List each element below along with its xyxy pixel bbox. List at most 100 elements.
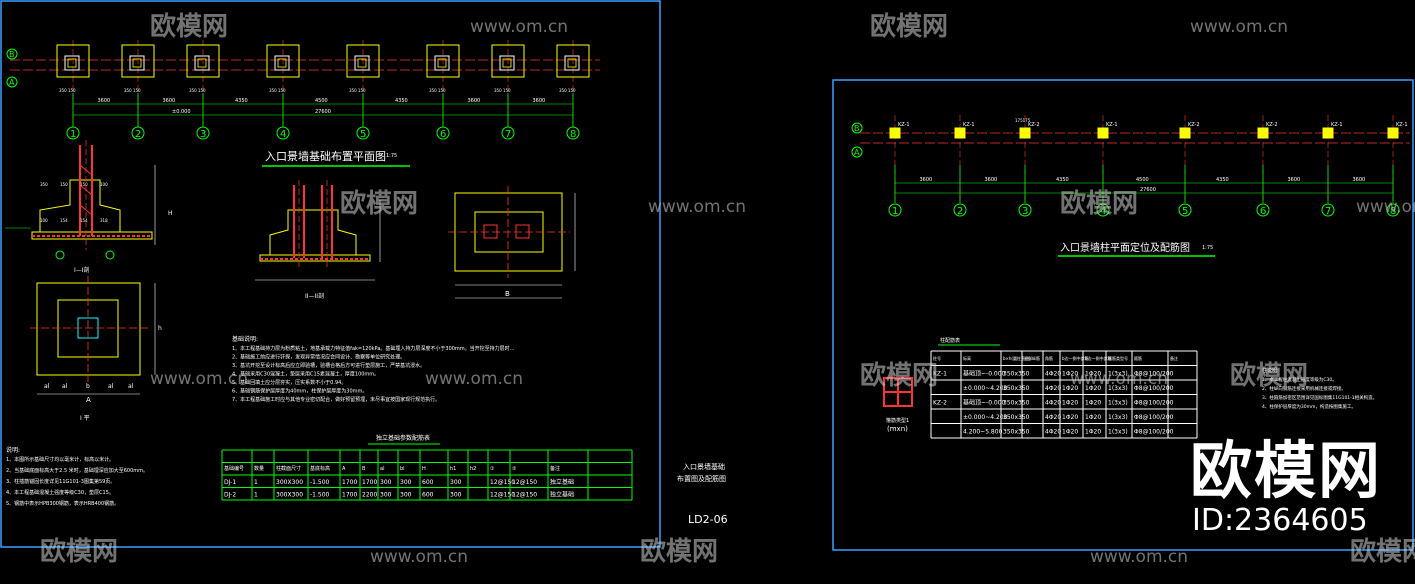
table-cell: 1 xyxy=(254,492,258,499)
footing-outline xyxy=(56,44,90,78)
right-notes-block: 1、本工程柱混凝土强度等级为C30。2、柱纵向钢筋连接采用机械连接或焊接。3、柱… xyxy=(1262,376,1377,410)
section-i-label: I—I剖 xyxy=(74,266,90,274)
col-label: al xyxy=(108,383,114,390)
column-tag: KZ-1 xyxy=(963,122,975,128)
right-axis-number-bubble xyxy=(1386,203,1400,217)
right-span-dim: 4500 xyxy=(1136,177,1149,183)
column-tag: KZ-1 xyxy=(1331,122,1343,128)
table-cell: 2200 xyxy=(362,492,377,499)
span-dim: 4350 xyxy=(395,98,408,104)
column-mark xyxy=(954,127,966,139)
url-watermark: www.om.cn xyxy=(425,369,523,389)
axis-number: 3 xyxy=(200,129,206,140)
stirrup-detail xyxy=(883,377,913,407)
right-span-dim: 3600 xyxy=(1353,177,1366,183)
column-core xyxy=(437,58,447,68)
section-dim: 100 xyxy=(100,182,108,187)
column-tag: KZ-2 xyxy=(1266,122,1278,128)
right-table-cell: 1Φ20 xyxy=(1085,414,1101,421)
table-header-cell: 数量 xyxy=(254,465,264,472)
table-cell: 300X300 xyxy=(276,492,303,499)
right-table-header-cell: 全部纵筋 xyxy=(1024,355,1040,361)
section-dim: 150 xyxy=(60,182,68,187)
note-line: 2、基础施工前应进行钎探，发现异常情况应会同设计、勘察等单位研究处理。 xyxy=(232,354,405,361)
right-plan-scale: 1:75 xyxy=(1202,245,1213,251)
right-table-cell: 350x350 xyxy=(1003,414,1030,421)
axis-number: 6 xyxy=(440,129,446,140)
right-table-header-cell: 备注 xyxy=(1170,355,1178,361)
stirrup-dims: (mxn) xyxy=(887,425,908,433)
footing-outline xyxy=(121,44,155,78)
column-core xyxy=(132,58,142,68)
table-cell: 12@150 xyxy=(490,479,515,486)
table-header-cell: 基础编号 xyxy=(224,465,244,472)
right-table-cell: 350x350 xyxy=(1003,429,1030,436)
table-cell: 1 xyxy=(254,479,258,486)
axis-number: 2 xyxy=(135,129,141,140)
url-watermark: www.om.cn xyxy=(1090,547,1188,567)
table-cell: 300 xyxy=(450,479,462,486)
right-table-cell: 1(3x3) xyxy=(1108,414,1128,421)
level-mark: ±0.000 xyxy=(172,109,191,115)
column-outline xyxy=(129,55,145,71)
right-table-cell: 350x350 xyxy=(1003,400,1030,407)
right-note-line: 1、本工程柱混凝土强度等级为C30。 xyxy=(1262,376,1337,383)
footing-outline xyxy=(186,44,220,78)
right-table-cell: 1Φ20 xyxy=(1085,400,1101,407)
column-outline xyxy=(64,55,80,71)
footnote-line: 2、当基础底面标高大于2.5 米时，基础埋深应加大至600mm。 xyxy=(6,467,148,474)
column-outline xyxy=(274,55,290,71)
section-dim: 150 xyxy=(80,182,88,187)
left-notes-block: 1、本工程基础持力层为粉质粘土，地基承载力特征值fak=120kPa。基础埋入持… xyxy=(232,345,515,403)
plan-i-label: I 平 xyxy=(80,415,90,422)
url-watermark: www.om.cn xyxy=(1356,197,1415,217)
axis-number-bubble xyxy=(501,126,515,140)
column-outline xyxy=(354,55,370,71)
table-cell: 600 xyxy=(422,479,434,486)
note-line: 4、基础采用C30混凝土，垫层采用C15素混凝土，厚度100mm。 xyxy=(232,371,379,378)
right-axis-letter: A xyxy=(854,148,860,157)
right-table-cell: Φ8@100/200 xyxy=(1134,414,1174,421)
right-axis-number: 4 xyxy=(1100,206,1106,217)
brand-watermark: 欧模网 xyxy=(150,11,228,42)
axis-letter: B xyxy=(9,50,15,59)
column-core xyxy=(567,58,577,68)
section-dim: 154 xyxy=(80,218,88,223)
table-header-cell: bl xyxy=(400,466,405,472)
left-plan-scale: 1:75 xyxy=(386,153,397,159)
column-outline xyxy=(434,55,450,71)
right-table-cell: 1Φ20 xyxy=(1062,414,1078,421)
right-axis-number-bubble xyxy=(953,203,967,217)
right-table-cell: KZ-1 xyxy=(933,371,947,378)
section-i-drawing xyxy=(5,140,156,260)
note-line: 1、本工程基础持力层为粉质粘土，地基承载力特征值fak=120kPa。基础埋入持… xyxy=(232,345,515,352)
url-watermark: www.om.cn xyxy=(648,197,746,217)
axis-number-bubble xyxy=(436,126,450,140)
section-dim: 318 xyxy=(100,218,108,223)
table-header-cell: h2 xyxy=(470,466,476,472)
column-core xyxy=(502,58,512,68)
brand-watermark-big: 欧模网 xyxy=(1190,434,1383,507)
column-mark xyxy=(1097,127,1109,139)
right-table-cell: 基础顶~-0.000 xyxy=(963,399,1006,407)
note-line: 3、基坑开挖至设计标高后应立即验槽，验槽合格后方可进行垫层施工，严禁基坑浸水。 xyxy=(232,362,425,369)
right-table-cell: 1(3x3) xyxy=(1108,400,1128,407)
table-cell: 300 xyxy=(400,479,412,486)
right-plan-title: 入口景墙柱平面定位及配筋图 xyxy=(1060,241,1190,254)
sheet-name-line1: 入口景墙基础 xyxy=(683,462,725,471)
table-header-cell: H xyxy=(422,466,426,472)
right-table-cell: 1(3x3) xyxy=(1108,385,1128,392)
section-ii-label: II—II剖 xyxy=(305,292,324,300)
table-cell: DJ-1 xyxy=(224,479,236,486)
table-cell: 12@150 xyxy=(490,492,515,499)
brand-watermark: 欧模网 xyxy=(1060,188,1138,219)
left-notes-title: 基础说明: xyxy=(232,335,258,343)
footnote-line: 5、钢筋中表示HPB300钢筋，表示HRB400钢筋。 xyxy=(6,500,119,507)
footing-outline xyxy=(556,44,590,78)
right-axis-number-bubble xyxy=(1018,203,1032,217)
footing-plan-ii xyxy=(448,186,576,299)
right-table-header-cell: 标高 xyxy=(963,355,971,361)
left-footnotes-title: 说明: xyxy=(6,446,20,454)
right-table-cell: 1(3x3) xyxy=(1108,371,1128,378)
